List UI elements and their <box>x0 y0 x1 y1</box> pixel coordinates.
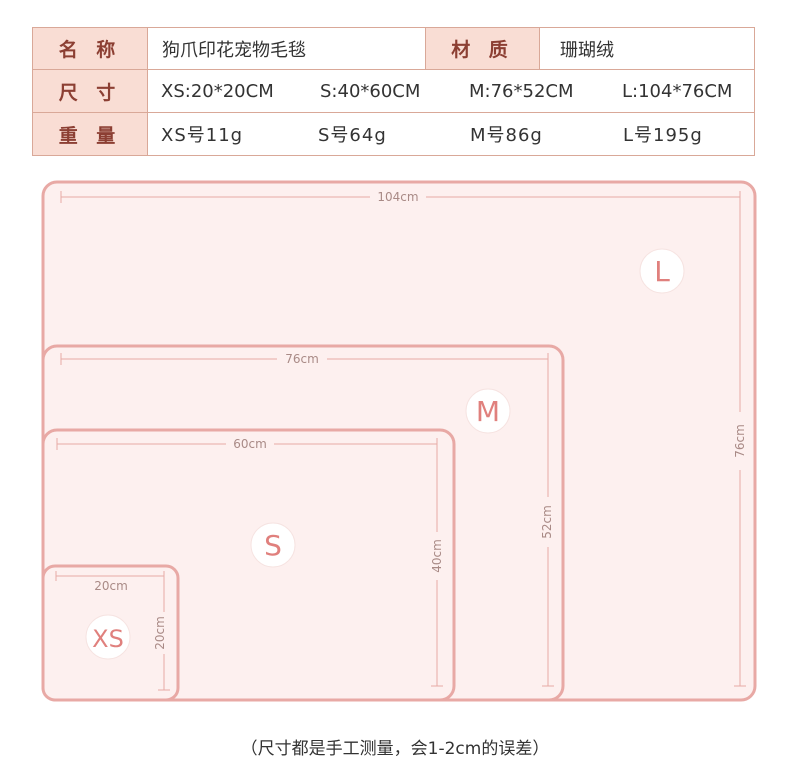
table-row-size: 尺 寸 XS:20*20CM S:40*60CM M:76*52CM L:104… <box>33 70 754 113</box>
blanket-l-height-label: 76cm <box>733 424 747 458</box>
blanket-m-height-label: 52cm <box>540 505 554 539</box>
label-backdrop <box>153 612 167 654</box>
size-value-xs: XS:20*20CM <box>161 80 274 102</box>
blanket-xs: 20cm 20cm XS <box>41 564 180 702</box>
badge-circle-s <box>250 522 296 568</box>
measurement-note: （尺寸都是手工测量，会1-2cm的误差） <box>240 739 550 759</box>
blanket-l-size-label: L <box>654 255 670 288</box>
badge-circle-xs <box>85 614 131 660</box>
blanket-xs-size-label: XS <box>92 625 124 653</box>
table-row-name: 名 称 狗爪印花宠物毛毯 材 质 珊瑚绒 <box>33 28 754 70</box>
badge-circle-m <box>465 388 511 434</box>
blanket-s-height-label: 40cm <box>430 539 444 573</box>
weight-value-s: S号64g <box>318 125 387 146</box>
weight-value-m: M号86g <box>470 125 543 146</box>
name-value: 狗爪印花宠物毛毯 <box>148 28 426 69</box>
table-row-weight: 重 量 XS号11g S号64g M号86g L号195g <box>33 113 754 155</box>
name-header: 名 称 <box>33 28 148 69</box>
size-value-l: L:104*76CM <box>622 80 733 102</box>
material-header: 材 质 <box>426 28 540 69</box>
blanket-xs-height-label: 20cm <box>153 616 167 650</box>
label-backdrop <box>90 579 132 593</box>
blanket-s-size-label: S <box>264 529 282 562</box>
weight-header: 重 量 <box>33 113 148 155</box>
weight-value-xs: XS号11g <box>161 125 244 146</box>
size-value-m: M:76*52CM <box>469 80 574 102</box>
blanket-m-size-label: M <box>476 395 500 428</box>
size-header: 尺 寸 <box>33 70 148 112</box>
spec-table: 名 称 狗爪印花宠物毛毯 材 质 珊瑚绒 尺 寸 XS:20*20CM S:40… <box>32 27 755 156</box>
weight-value-l: L号195g <box>623 125 703 146</box>
blanket-xs-width-label: 20cm <box>94 579 128 593</box>
size-value-s: S:40*60CM <box>320 80 421 102</box>
blanket-l-width-label: 104cm <box>377 190 418 204</box>
material-value: 珊瑚绒 <box>560 39 614 61</box>
badge-circle-l <box>639 248 685 294</box>
blanket-m-width-label: 76cm <box>285 352 319 366</box>
blanket-s-width-label: 60cm <box>233 437 267 451</box>
